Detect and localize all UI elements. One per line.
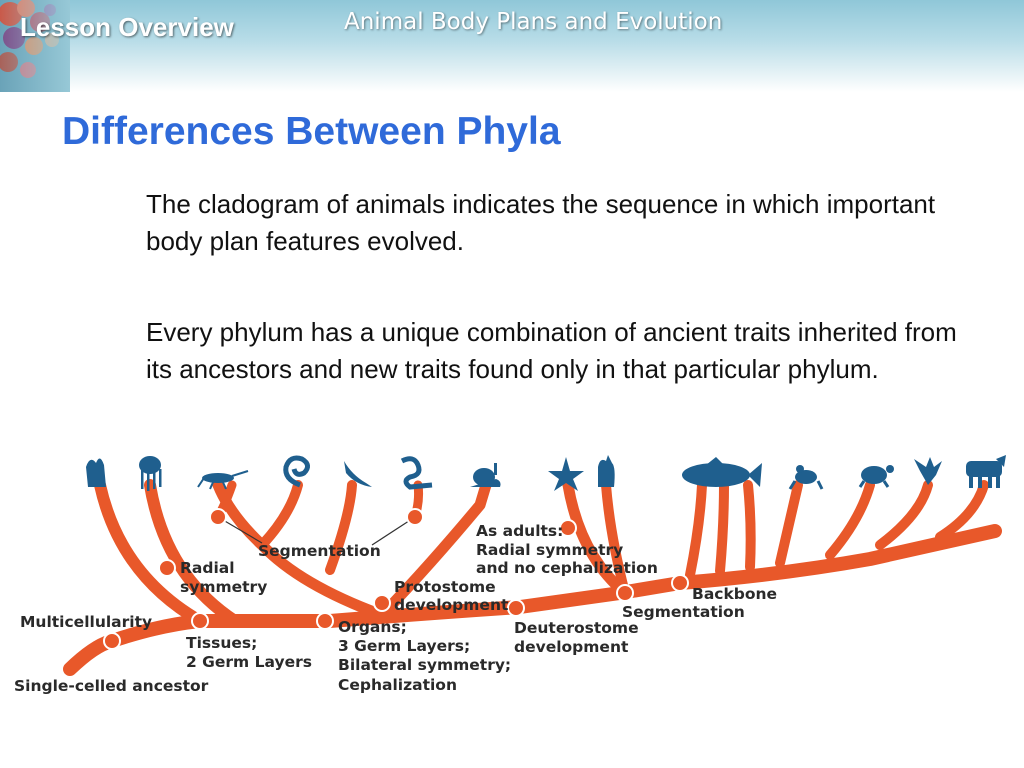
mammal-icon [966, 455, 1006, 488]
label-deuterostome-2: development [514, 638, 629, 656]
label-organs-2: 3 Germ Layers; [338, 637, 470, 655]
node-tissues [191, 612, 209, 630]
annelid-mollusk-branch [376, 479, 492, 621]
sea-star-icon [548, 457, 584, 491]
label-radial-1: Radial [180, 559, 235, 577]
frog-icon [788, 465, 824, 490]
label-deuterostome-1: Deuterostome [514, 619, 639, 637]
flatworm-branch [325, 480, 357, 575]
arthropod-icon [197, 470, 249, 490]
node-deuterostome [507, 599, 525, 617]
cladogram-nodes [103, 508, 689, 650]
vertebrate-branch-7 [935, 480, 989, 542]
label-backbone: Backbone [692, 585, 777, 603]
mollusk-icon [470, 463, 501, 487]
vertebrate-branch-4 [775, 480, 803, 568]
vertebrate-branch-1 [685, 480, 707, 580]
label-tissues-1: Tissues; [186, 634, 257, 652]
node-organs [316, 612, 334, 630]
node-multicellularity [103, 632, 121, 650]
node-backbone [671, 574, 689, 592]
annelid-icon [400, 456, 433, 490]
tunicate-icon [598, 455, 615, 487]
label-adults-3: and no cephalization [476, 559, 658, 577]
vertebrate-branch-5 [825, 480, 875, 560]
vertebrate-branch-6 [875, 480, 933, 550]
label-protostome-1: Protostome [394, 578, 496, 596]
label-adults-2: Radial symmetry [476, 541, 623, 559]
body-paragraph-2: Every phylum has a unique combination of… [146, 317, 957, 384]
label-single-celled: Single-celled ancestor [14, 677, 209, 695]
roundworm-icon [283, 455, 310, 488]
lesson-overview-label: Lesson Overview [20, 12, 234, 42]
fish-icon [682, 457, 762, 487]
node-radial [158, 559, 176, 577]
bird-icon [914, 457, 942, 485]
node-adults-radial [559, 519, 577, 537]
body-paragraph-1: The cladogram of animals indicates the s… [146, 189, 936, 256]
coral-reef-image [0, 0, 70, 92]
roundworm-branch [257, 480, 303, 550]
sponge-icon [86, 458, 106, 487]
slide-header: Lesson Overview Animal Body Plans and Ev… [0, 0, 1024, 92]
node-segmentation-proto-2 [406, 508, 424, 526]
node-protostome [373, 594, 391, 612]
flatworm-icon [344, 461, 372, 487]
label-tissues-2: 2 Germ Layers [186, 653, 312, 671]
vertebrate-branch-2 [715, 480, 729, 576]
label-organs-1: Organs; [338, 618, 407, 636]
slide-title: Differences Between Phyla [62, 110, 561, 153]
turtle-icon [858, 465, 894, 488]
label-segmentation-proto: Segmentation [258, 542, 381, 560]
echinoderm-branch [562, 479, 631, 599]
animal-cladogram: Single-celled ancestor Multicellularity … [14, 455, 1006, 695]
label-radial-2: symmetry [180, 578, 267, 596]
label-multicellularity: Multicellularity [20, 613, 152, 631]
course-title: Animal Body Plans and Evolution [344, 9, 723, 35]
label-protostome-2: development [394, 596, 509, 614]
jellyfish-icon [139, 456, 162, 491]
tunicate-branch [601, 480, 630, 598]
label-organs-4: Cephalization [338, 676, 457, 694]
node-segmentation-proto-1 [209, 508, 227, 526]
cnidarian-branch [144, 479, 241, 627]
sponge-branch [94, 479, 206, 627]
label-organs-3: Bilateral symmetry; [338, 656, 511, 674]
animal-silhouettes [86, 455, 1006, 491]
label-segmentation-chordate: Segmentation [622, 603, 745, 621]
label-adults-1: As adults: [476, 522, 563, 540]
node-segmentation-chordate [616, 584, 634, 602]
vertebrate-branch-3 [743, 480, 756, 572]
